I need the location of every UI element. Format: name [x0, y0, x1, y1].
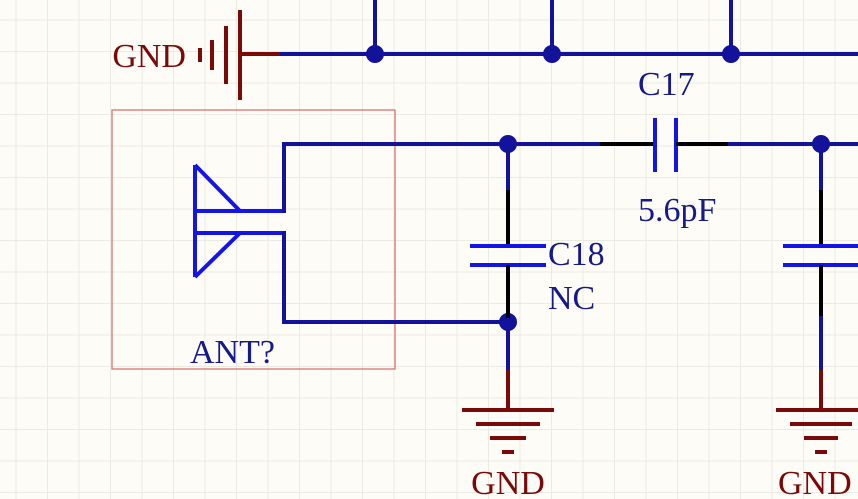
- antenna-designator: ANT?: [190, 334, 275, 371]
- c17-designator: C17: [638, 66, 695, 103]
- gnd-label-top-left: GND: [112, 38, 186, 75]
- junction-dot: [499, 135, 517, 153]
- c18-designator: C18: [548, 236, 605, 273]
- capacitor-c18[interactable]: [470, 190, 546, 318]
- junction-dot: [366, 45, 384, 63]
- capacitor-c17[interactable]: [600, 118, 730, 172]
- gnd-port-c18[interactable]: [462, 370, 554, 454]
- right-shunt-net[interactable]: [728, 135, 858, 192]
- c18-value: NC: [548, 280, 595, 317]
- junction-dot: [543, 45, 561, 63]
- gnd-label-c18: GND: [471, 465, 545, 499]
- antenna-symbol[interactable]: [193, 163, 284, 279]
- gnd-label-right: GND: [778, 465, 852, 499]
- c17-value: 5.6pF: [638, 192, 716, 229]
- gnd-port-top-left[interactable]: GND: [112, 10, 282, 100]
- top-bus-net[interactable]: [280, 0, 858, 63]
- junction-dot: [722, 45, 740, 63]
- antenna-selection-box[interactable]: [111, 109, 396, 370]
- capacitor-right-partial[interactable]: [783, 190, 858, 318]
- gnd-port-right[interactable]: [776, 370, 858, 454]
